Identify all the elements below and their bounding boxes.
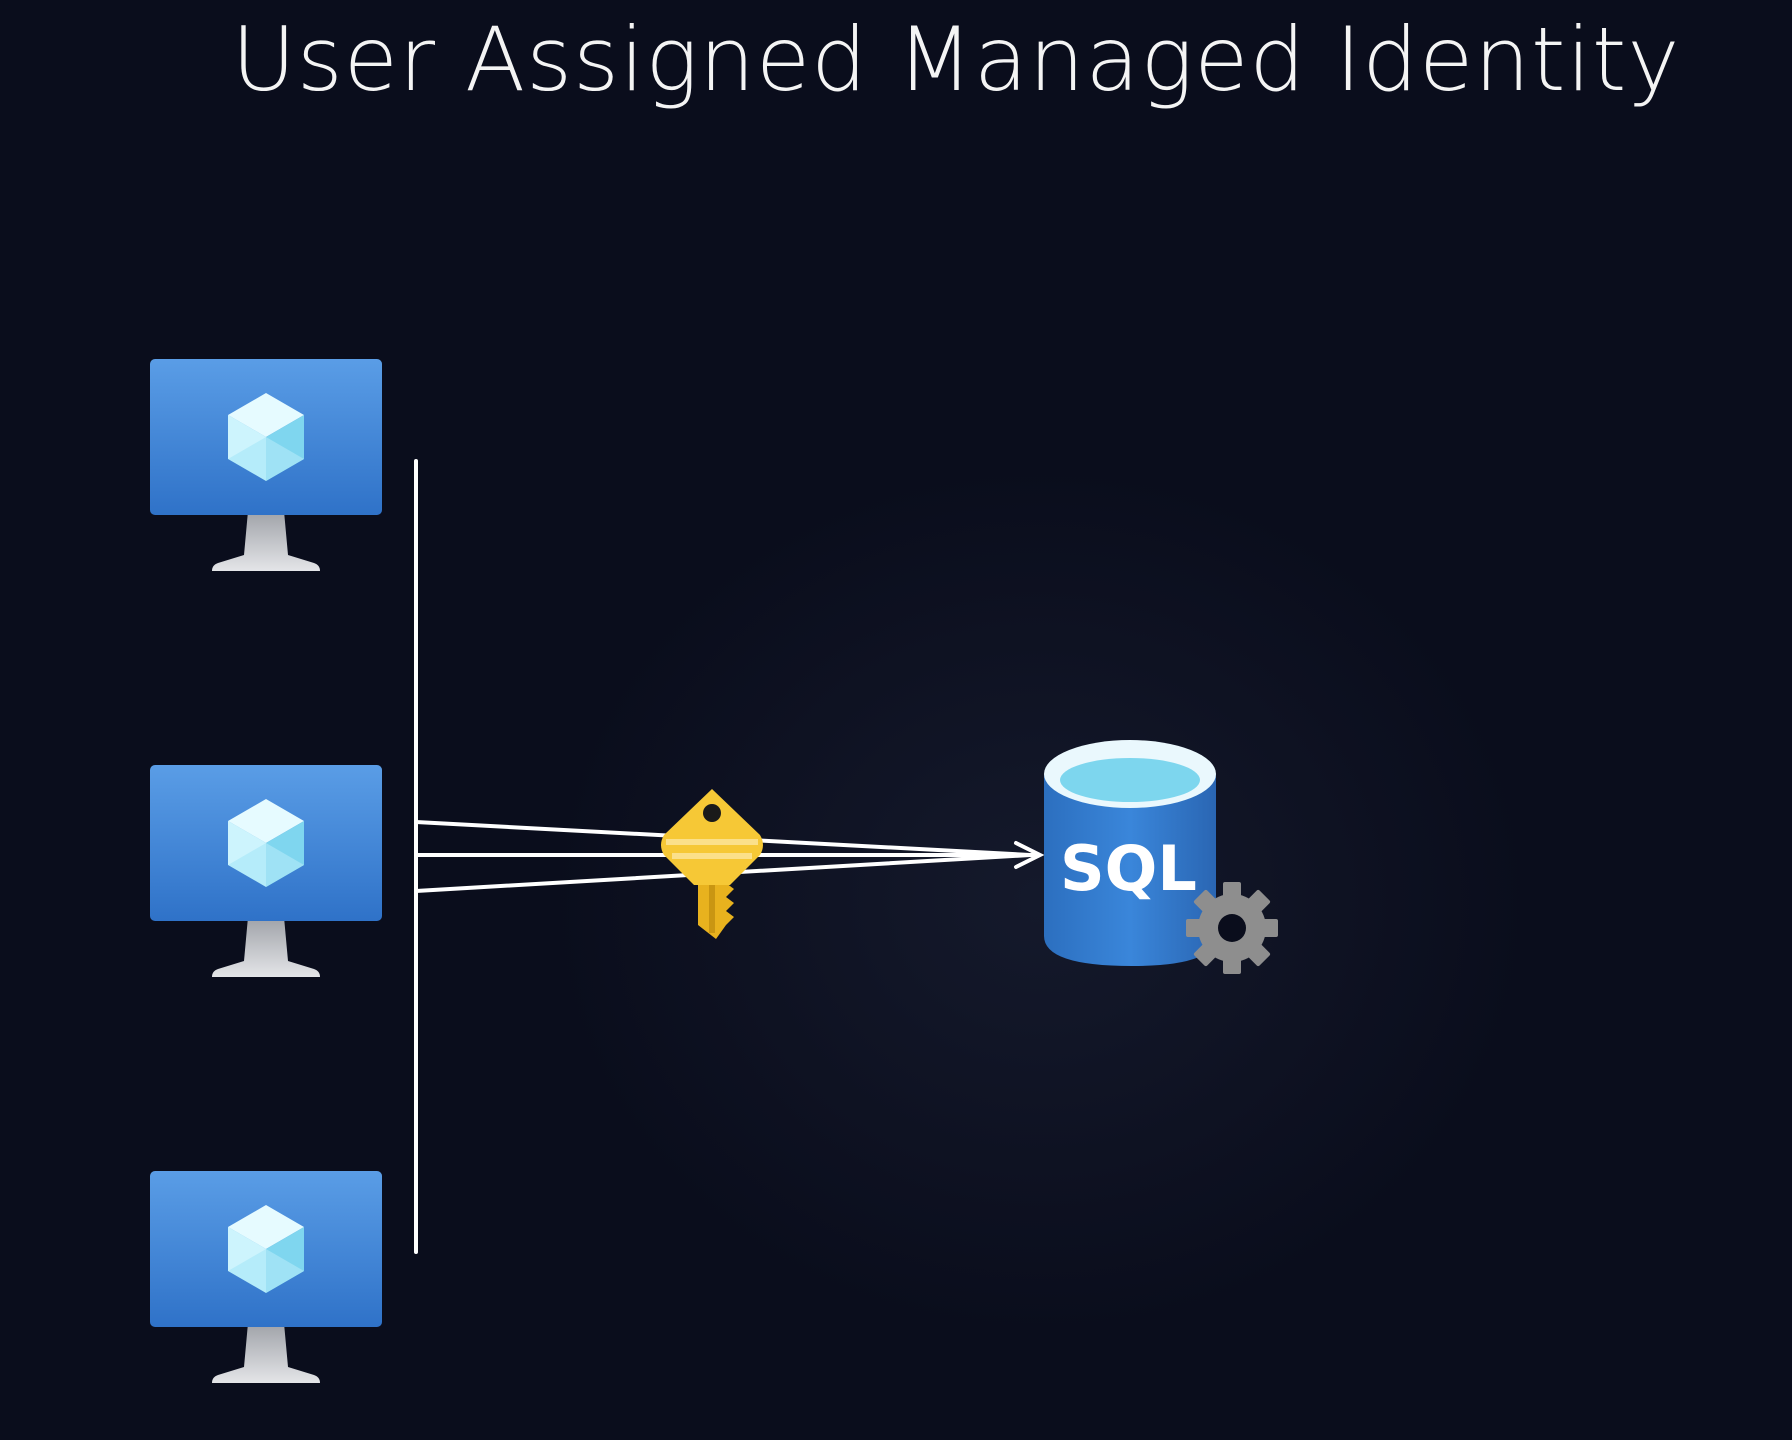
virtual-machine-icon <box>150 765 382 977</box>
virtual-machine-2 <box>150 765 382 977</box>
virtual-machine-3 <box>150 1171 382 1383</box>
virtual-machine-icon <box>150 359 382 571</box>
sql-label: SQL <box>1060 832 1197 905</box>
virtual-machine-icon <box>150 1171 382 1383</box>
virtual-machine-1 <box>150 359 382 571</box>
page-title: User Assigned Managed Identity <box>231 8 1681 111</box>
key-icon <box>661 789 763 939</box>
arrow-head <box>1014 841 1045 869</box>
gear-icon <box>1186 882 1278 974</box>
sql-database-icon: SQL <box>1044 740 1216 966</box>
